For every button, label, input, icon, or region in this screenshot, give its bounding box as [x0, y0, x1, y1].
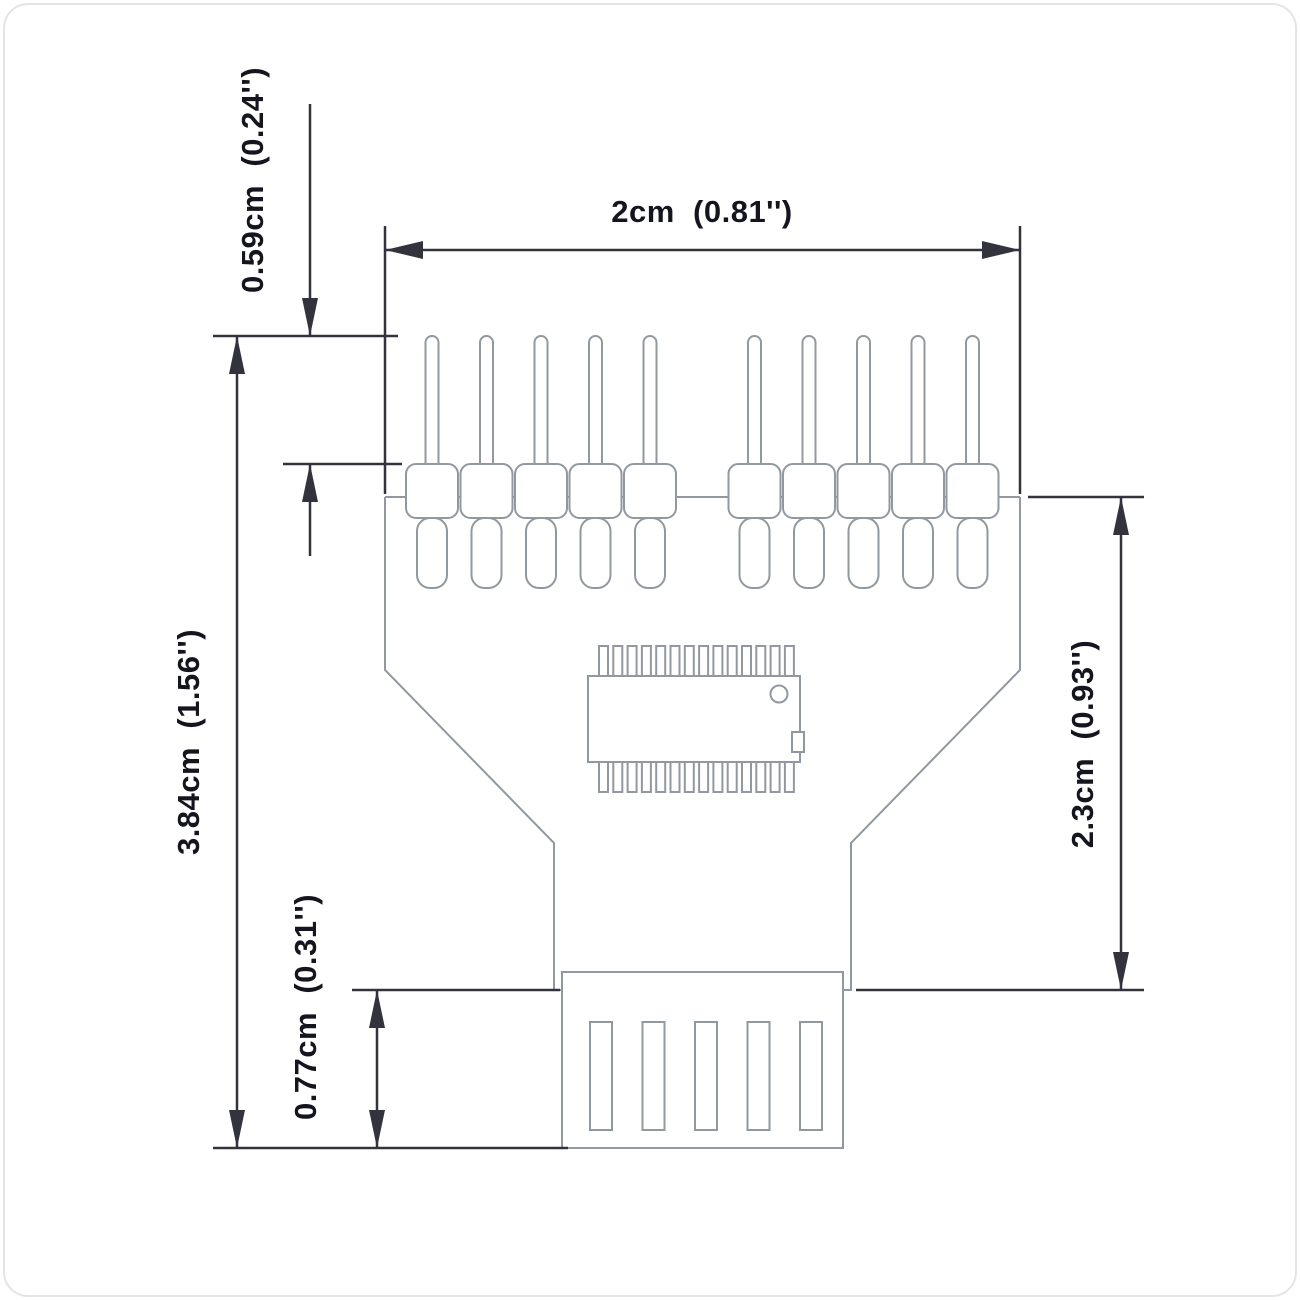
ic-pin: [783, 645, 795, 679]
arrowhead-down: [229, 1110, 245, 1148]
ic-pin: [769, 645, 781, 679]
header-pin: [801, 335, 817, 477]
dim-label-body-height: 2.3cm (0.93''): [1065, 640, 1100, 848]
header-pin-tail: [525, 517, 557, 589]
header-pin: [747, 335, 762, 477]
header-pin: [533, 335, 549, 477]
header-pin-block: [836, 463, 891, 519]
header-pin-tail: [793, 517, 825, 589]
usb-connector-shell: [561, 971, 844, 1149]
usb-slot: [799, 1021, 823, 1131]
page-border: [3, 3, 1297, 1297]
header-pin-block: [945, 463, 1000, 519]
header-pin: [588, 335, 603, 477]
usb-connector: [561, 971, 844, 1149]
header-pin-tail: [416, 517, 448, 589]
dim-label-connector-height: 0.77cm (0.31''): [288, 894, 323, 1120]
ic-pin: [783, 759, 795, 793]
usb-slot: [589, 1021, 613, 1131]
arrowhead-down: [369, 1110, 385, 1148]
ic-pin: [683, 645, 695, 679]
ic-pin: [683, 759, 695, 793]
header-pin: [856, 335, 871, 477]
header-pin-tail: [738, 517, 771, 589]
header-pin: [479, 335, 494, 477]
dimension-top-width: 2cm (0.81''): [383, 194, 1022, 494]
header-pin-block: [727, 463, 782, 519]
ic-pin: [669, 645, 681, 679]
ic-pin: [741, 645, 752, 679]
ic-pin: [726, 645, 738, 679]
header-pin-block: [782, 463, 836, 519]
ic-pin: [626, 759, 638, 793]
ic-pin: [769, 759, 781, 793]
dim-label-pin-height: 0.59cm (0.24''): [235, 67, 270, 293]
header-pin-block: [891, 463, 945, 519]
ic-pin: [669, 759, 681, 793]
ic-notch: [791, 731, 805, 753]
ic-pin: [712, 645, 724, 679]
arrowhead-up: [229, 336, 245, 374]
header-pin-block: [514, 463, 568, 519]
ic-chip: [587, 645, 805, 793]
header-pin-block: [459, 463, 514, 519]
arrowhead-up: [369, 990, 385, 1028]
header-pin-tail: [579, 517, 612, 589]
header-pin: [965, 335, 980, 477]
dimension-pin-height: 0.59cm (0.24''): [213, 67, 402, 556]
ic-pin: [726, 759, 738, 793]
dimension-annotations: 2cm (0.81'') 0.59cm (0.24'') 3.84cm (1.5…: [171, 67, 1144, 1150]
ic-pin: [612, 645, 624, 679]
header-pin-tail: [956, 517, 989, 589]
header-pin-tail: [902, 517, 934, 589]
header-pin-tail: [847, 517, 880, 589]
usb-slot: [694, 1021, 718, 1131]
ic-pin: [741, 759, 752, 793]
ic-pin1-marker: [769, 684, 789, 704]
header-pin-block: [405, 463, 459, 519]
arrowhead-down: [1113, 952, 1129, 990]
header-pin: [910, 335, 926, 477]
header-pin: [424, 335, 440, 477]
ic-pin: [640, 759, 652, 793]
dimension-body-height: 2.3cm (0.93''): [856, 495, 1144, 992]
ic-pin: [626, 645, 638, 679]
ic-pin: [598, 759, 609, 793]
dim-label-top-width: 2cm (0.81''): [611, 194, 793, 229]
arrowhead-left: [385, 241, 423, 259]
usb-header-adapter: [384, 335, 1021, 1149]
ic-pin: [655, 645, 667, 679]
header-pin-tail: [470, 517, 503, 589]
dimension-overall-height: 3.84cm (1.56''): [171, 336, 568, 1150]
arrowhead-up: [1113, 497, 1129, 535]
ic-pin: [698, 759, 710, 793]
dim-label-overall-height: 3.84cm (1.56''): [171, 629, 206, 855]
ic-pin: [712, 759, 724, 793]
pin-header-pins: [424, 335, 980, 477]
ic-pin: [612, 759, 624, 793]
ic-pin: [755, 645, 767, 679]
dimension-connector-height: 0.77cm (0.31''): [288, 894, 560, 1148]
usb-slot: [746, 1021, 771, 1131]
header-pin-block: [623, 463, 677, 519]
header-pin-tail: [634, 517, 666, 589]
ic-pin: [598, 645, 609, 679]
ic-pin: [698, 645, 710, 679]
usb-slot: [641, 1021, 666, 1131]
pin-header-blocks: [405, 463, 1000, 589]
usb-connector-slots: [589, 1021, 823, 1131]
arrowhead-up: [302, 464, 318, 502]
ic-pin: [640, 645, 652, 679]
ic-pin: [655, 759, 667, 793]
header-pin: [642, 335, 658, 477]
arrowhead-down: [302, 298, 318, 336]
arrowhead-right: [982, 241, 1020, 259]
ic-chip-body: [587, 675, 801, 763]
header-pin-block: [568, 463, 623, 519]
ic-pin: [755, 759, 767, 793]
